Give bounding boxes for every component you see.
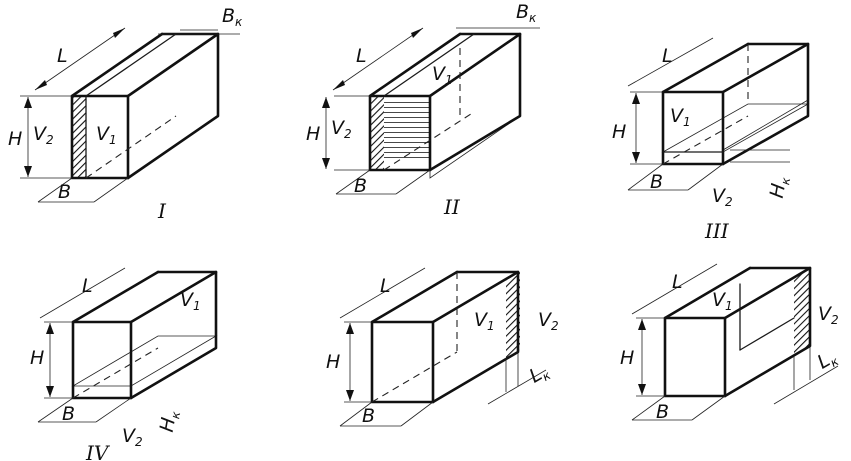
label-V1: V1 — [670, 105, 691, 129]
front-face — [370, 320, 435, 404]
front-face — [663, 316, 727, 398]
panel-VI: L H B V1 V2 Lк — [620, 263, 842, 423]
label-V2: V2 — [818, 303, 839, 327]
panel-II: L H B V2 V1 Bк II — [306, 1, 540, 219]
label-V1: V1 — [96, 123, 117, 147]
front-face — [661, 90, 725, 166]
label-Hk: Hк — [766, 174, 794, 200]
label-V2: V2 — [712, 185, 733, 209]
label-V2: V2 — [33, 123, 54, 147]
label-V1: V1 — [474, 309, 495, 333]
label-L: L — [82, 275, 93, 297]
label-H: H — [306, 123, 320, 145]
front-face — [71, 320, 133, 400]
roman-IV: IV — [85, 441, 111, 461]
label-V1: V1 — [712, 289, 733, 313]
roman-III: III — [704, 219, 730, 243]
label-V1: V1 — [432, 63, 453, 87]
front-face — [70, 94, 130, 180]
roman-I: I — [157, 199, 167, 223]
label-L: L — [662, 45, 673, 67]
roman-II: II — [443, 195, 461, 219]
panel-III: L H B V1 V2 Hк III — [612, 37, 810, 243]
label-V1: V1 — [180, 289, 201, 313]
v2-strip — [72, 96, 86, 178]
panel-V: L H B V1 V2 Lк — [326, 267, 559, 427]
side-face — [127, 33, 219, 179]
label-L: L — [356, 45, 367, 67]
label-B: B — [650, 171, 663, 193]
label-H: H — [620, 347, 634, 369]
front-face — [368, 94, 432, 172]
label-V2: V2 — [331, 117, 352, 141]
label-Lk: Lк — [814, 345, 842, 375]
panel-I: L H B V2 V1 Bк I — [8, 5, 243, 223]
label-B: B — [58, 181, 71, 203]
top-face-hatched — [70, 33, 220, 97]
label-B: B — [362, 405, 375, 427]
label-H: H — [8, 128, 22, 150]
label-B: B — [62, 403, 75, 425]
label-L: L — [672, 271, 683, 293]
label-H: H — [612, 121, 626, 143]
label-L: L — [380, 275, 391, 297]
v2-strip — [370, 96, 384, 170]
label-Hk: Hк — [156, 408, 184, 434]
panel-IV: L H B V1 V2 Hк IV — [30, 267, 218, 461]
label-V2: V2 — [122, 425, 143, 449]
label-Bk: Bк — [222, 5, 243, 29]
label-H: H — [30, 347, 44, 369]
label-Bk: Bк — [516, 1, 537, 25]
label-Lk: Lк — [526, 359, 554, 389]
label-B: B — [656, 401, 669, 423]
label-B: B — [354, 175, 367, 197]
label-L: L — [57, 45, 68, 67]
label-H: H — [326, 351, 340, 373]
label-V2: V2 — [538, 309, 559, 333]
